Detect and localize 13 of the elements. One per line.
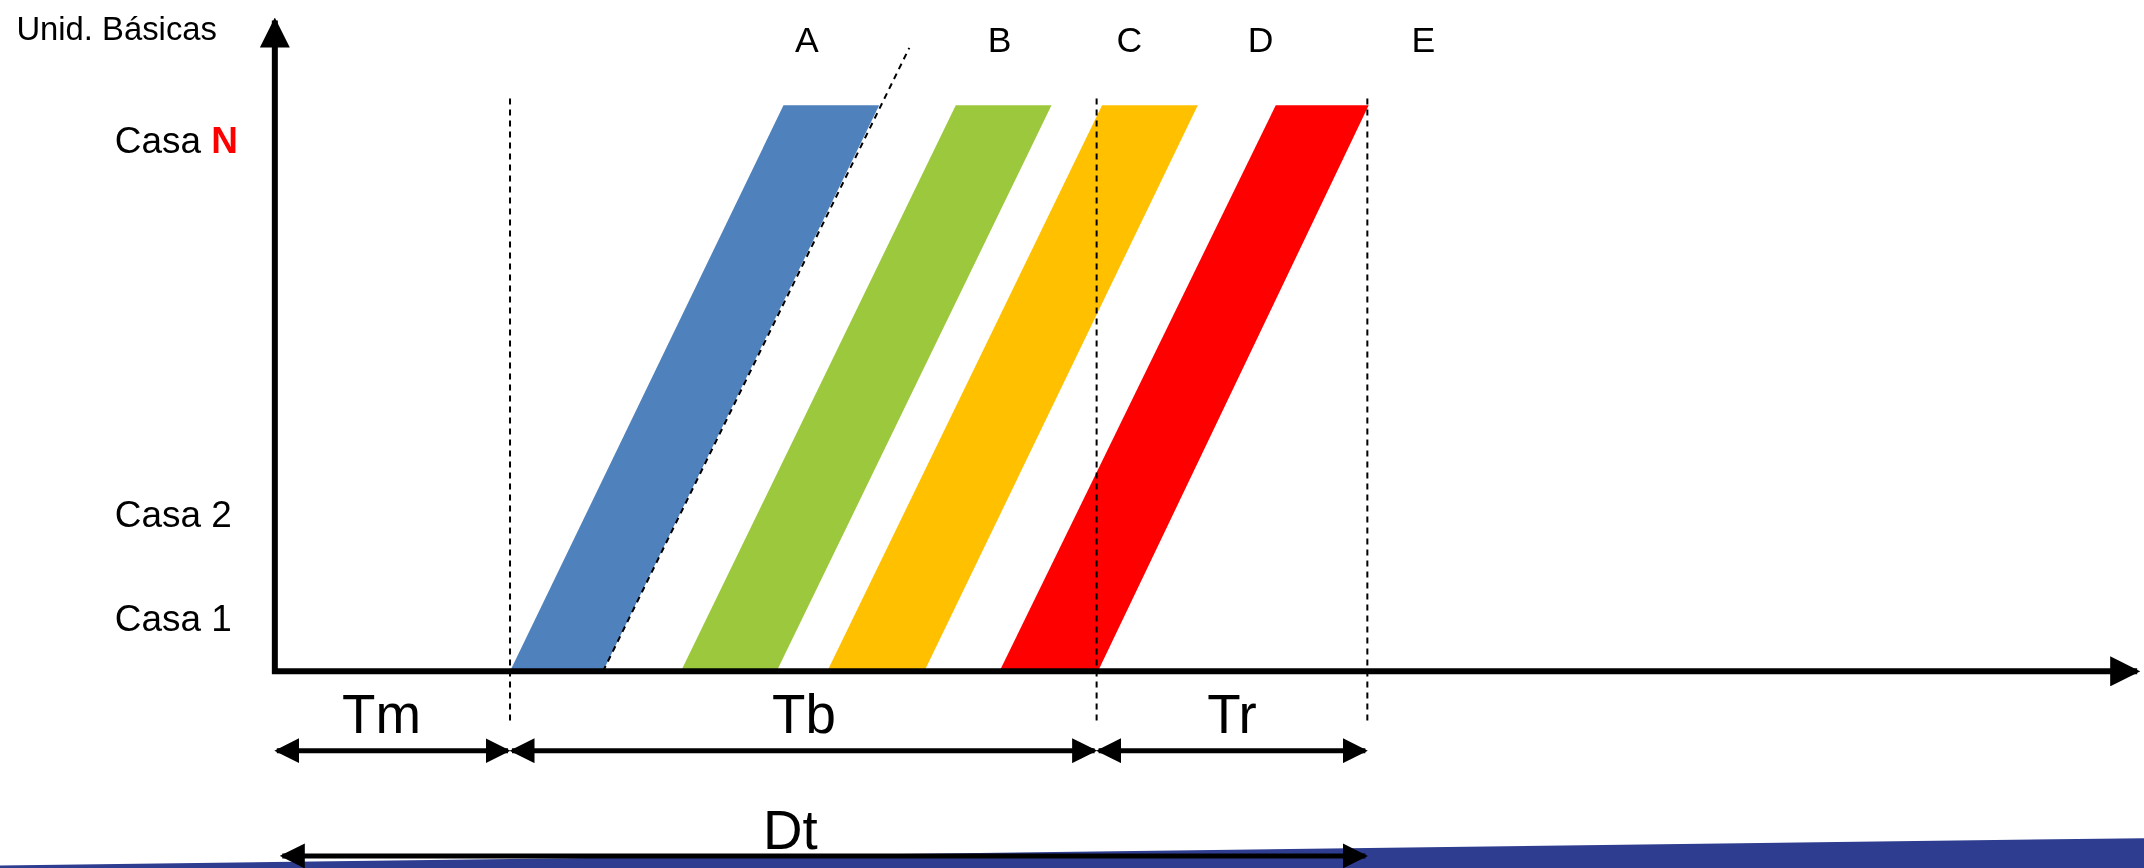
axis-tick-label: Casa N — [114, 122, 238, 160]
duration-label: Dt — [762, 802, 818, 858]
axis-tick-label: Casa 2 — [114, 497, 232, 534]
band-letter: E — [1411, 23, 1436, 59]
band-letter: A — [794, 23, 819, 59]
band-letter: C — [1116, 23, 1143, 59]
duration-label: Tb — [772, 686, 836, 742]
axis-title: Unid. Básicas — [16, 12, 217, 46]
band-letter: D — [1247, 23, 1274, 59]
duration-label: Tm — [342, 686, 421, 742]
band-letter: B — [987, 23, 1012, 59]
duration-label: Tr — [1207, 686, 1257, 742]
axis-tick-label: Casa 1 — [114, 600, 232, 638]
